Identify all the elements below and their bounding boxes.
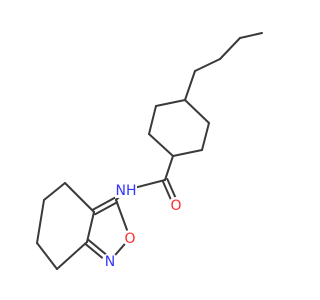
bond-a1-a2 [239,32,263,39]
bond-a15-a17 [43,182,66,201]
ring-nitrogen-bg [102,253,118,269]
bond-a6-a7 [201,122,210,151]
bond-a13-a15 [64,182,95,213]
bond-a13-a12-1 [94,201,119,216]
bond-a8-a9 [148,133,174,157]
bond-a18-a16 [36,242,58,270]
ring-oxygen-label: O [124,231,135,247]
ring-oxygen-bg [122,230,138,246]
amide-nh-label: NH [116,183,137,199]
bond-a2-a3 [219,37,241,60]
labels-layer: O NH O N [102,182,184,270]
bond-a4-a5 [184,70,196,101]
bond-a3-a4 [194,58,221,72]
bond-a7-a8 [172,149,203,157]
bond-a14-a13 [86,211,95,243]
carbonyl-oxygen-bg [168,197,184,213]
amide-nh-bg [115,182,137,198]
bond-a8-a11 [164,155,174,181]
bond-a10-a5 [155,99,186,107]
carbonyl-oxygen-label: O [170,198,181,214]
bond-a16-a14 [56,241,88,270]
bonds-layer [36,32,263,270]
bond-a13-a12-0 [91,196,116,211]
molecule-structure: O NH O N [36,32,263,270]
bond-a5-a6 [184,99,210,124]
bond-a9-a10 [148,105,157,135]
bond-a17-a18 [36,199,45,244]
ring-nitrogen-label: N [105,254,115,270]
